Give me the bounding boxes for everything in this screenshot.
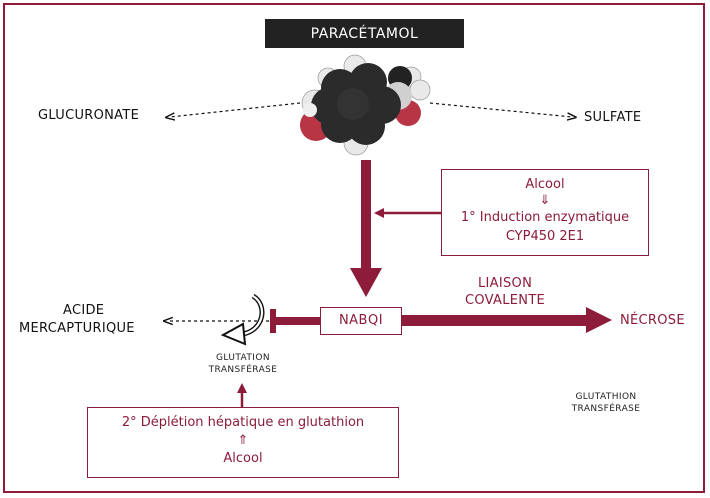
glutation-line1: GLUTATION [216, 353, 270, 363]
depletion-line-text: 2° Déplétion hépatique en glutathion [121, 415, 365, 430]
label-necrose: NÉCROSE [620, 313, 685, 328]
paracetamol-molecule-icon [300, 54, 431, 156]
main-pathway-arrow [350, 160, 382, 297]
label-glucuronate: GLUCURONATE [38, 108, 140, 123]
glutathion-line2: TRANSFÉRASE [571, 404, 641, 414]
induction-line-cyp: CYP450 2E1 [505, 229, 585, 244]
label-acide: ACIDE [63, 303, 105, 318]
label-sulfate: SULFATE [584, 110, 642, 125]
label-glutation-transferase: GLUTATION TRANSFÉRASE [206, 352, 280, 376]
label-mercapturique: MERCAPTURIQUE [19, 321, 135, 336]
necrosis-arrow [402, 307, 612, 333]
diagram-frame [3, 3, 705, 493]
depletion-up-arrow: ⇑ [237, 433, 249, 448]
arrow-to-sulfate [429, 102, 572, 117]
curved-arrow-icon [220, 293, 265, 346]
induction-line-enzymatique: 1° Induction enzymatique [460, 210, 630, 225]
title-paracetamol: PARACÉTAMOL [265, 19, 464, 48]
glutation-line2: TRANSFÉRASE [208, 365, 278, 375]
arrow-to-glucuronate [170, 102, 301, 117]
label-liaison: LIAISON [478, 276, 533, 291]
label-covalente: COVALENTE [465, 293, 546, 308]
depletion-arrow [237, 383, 247, 407]
induction-box: Alcool ⇓ 1° Induction enzymatique CYP450… [441, 169, 649, 256]
label-glutathion-transferase: GLUTATHION TRANSFÉRASE [568, 391, 644, 415]
depletion-line-alcool: Alcool [223, 451, 263, 466]
induction-down-arrow: ⇓ [539, 193, 551, 208]
glutathion-line1: GLUTATHION [575, 392, 637, 402]
nabqi-box: NABQI [320, 307, 402, 335]
induction-line-alcool: Alcool [525, 177, 565, 192]
inhibition-line [270, 309, 320, 333]
depletion-box: 2° Déplétion hépatique en glutathion ⇑ A… [87, 407, 399, 478]
induction-arrow [374, 208, 443, 218]
